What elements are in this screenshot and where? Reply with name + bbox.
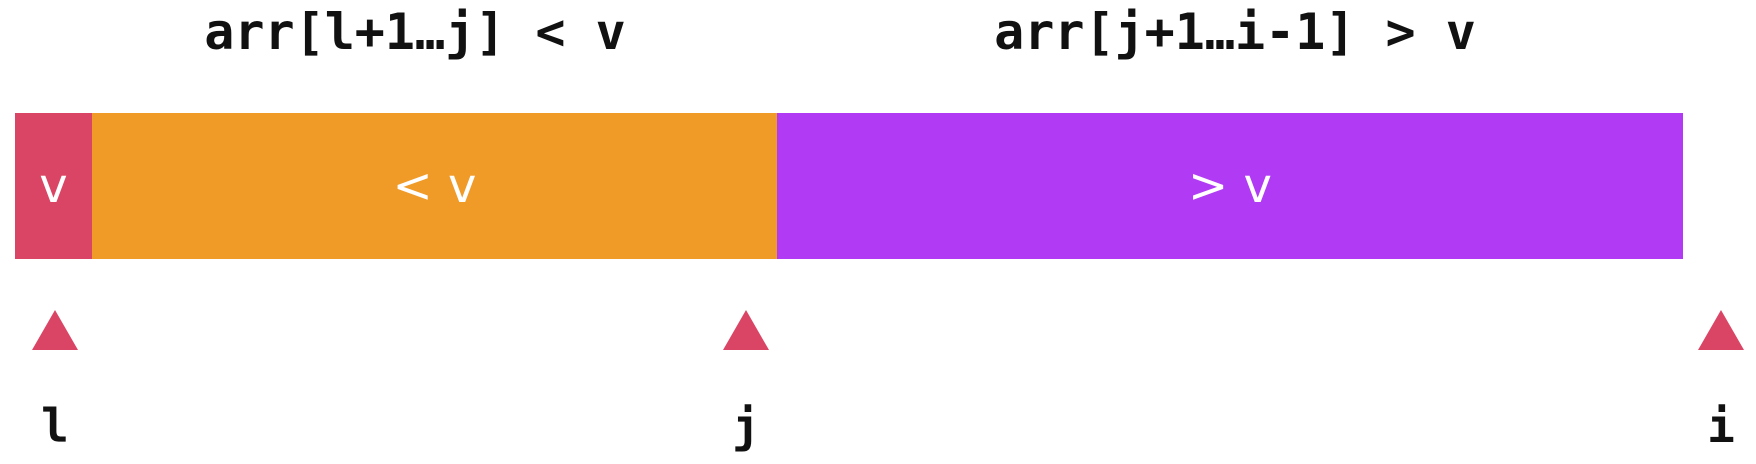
pointer-l-triangle-icon [32, 310, 78, 350]
segment-pivot: v [15, 113, 92, 259]
segment-less-than-pivot: < v [92, 113, 777, 259]
pointer-i-triangle-icon [1698, 310, 1744, 350]
index-label-j: j [732, 399, 760, 453]
index-label-l: l [41, 399, 69, 453]
index-label-i: i [1707, 399, 1735, 453]
range-label-greater: arr[j+1…i-1] > v [994, 3, 1476, 61]
segment-greater-than-pivot: > v [777, 113, 1683, 259]
range-label-less: arr[l+1…j] < v [204, 3, 626, 61]
pointer-j-triangle-icon [723, 310, 769, 350]
